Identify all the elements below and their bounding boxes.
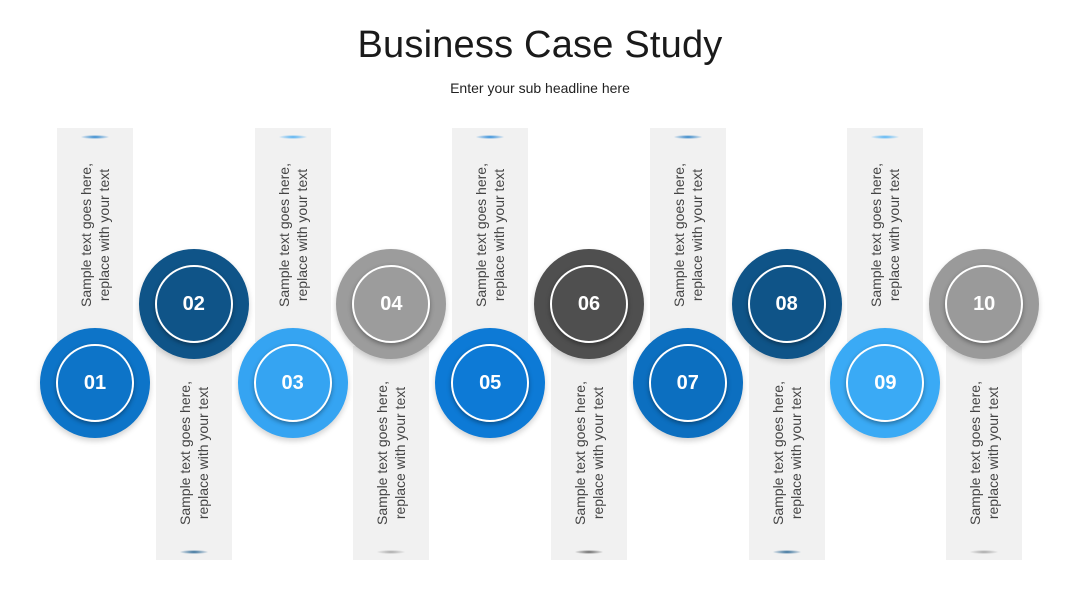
step-01-badge: 01 [56,344,134,422]
step-03-badge: 03 [253,344,332,422]
step-05-description: Sample text goes here, replace with your… [473,163,508,307]
step-09-description: Sample text goes here, replace with your… [868,163,903,307]
step-10-accent [970,550,999,554]
step-number: 01 [83,371,107,394]
step-02-accent [179,550,208,554]
step-07-description: Sample text goes here, replace with your… [670,163,705,307]
step-number: 04 [380,292,403,315]
step-number: 06 [577,292,601,315]
step-10-text-panel: Sample text goes here, replace with your… [946,346,1023,560]
step-07-text-panel: Sample text goes here, replace with your… [649,128,726,342]
step-08-circle: 08 [731,249,842,359]
page-subtitle: Enter your sub headline here [450,80,630,96]
step-07-accent [673,135,702,139]
step-06-circle: 06 [534,249,644,359]
step-09-accent [871,135,900,139]
step-03-accent [278,135,307,139]
step-03-circle: 03 [237,328,348,438]
step-09-text-panel: Sample text goes here, replace with your… [847,128,924,342]
step-10-circle: 10 [929,249,1040,359]
step-07-badge: 07 [648,344,727,422]
step-01-accent [81,135,109,139]
step-01-description: Sample text goes here, replace with your… [78,163,112,307]
step-number: 05 [479,371,502,394]
step-number: 03 [281,371,304,394]
step-04-text-panel: Sample text goes here, replace with your… [353,346,430,560]
step-04-accent [377,550,406,554]
step-06-badge: 06 [550,265,628,343]
step-08-badge: 08 [747,265,826,343]
step-number: 07 [676,371,699,394]
step-01-text-panel: Sample text goes here, replace with your… [57,128,133,342]
step-09-badge: 09 [846,344,925,422]
step-10-description: Sample text goes here, replace with your… [967,381,1002,525]
step-05-accent [476,135,505,139]
step-08-accent [772,550,801,554]
page-title: Business Case Study [357,24,723,66]
step-02-description: Sample text goes here, replace with your… [176,381,211,525]
step-10-badge: 10 [945,265,1024,343]
step-number: 09 [874,371,897,394]
step-number: 08 [775,292,798,315]
step-05-badge: 05 [451,344,530,422]
step-04-badge: 04 [352,265,431,343]
step-04-circle: 04 [336,249,447,359]
step-04-description: Sample text goes here, replace with your… [374,381,409,525]
step-02-circle: 02 [138,249,249,359]
step-06-text-panel: Sample text goes here, replace with your… [551,346,627,560]
step-03-description: Sample text goes here, replace with your… [275,163,310,307]
step-05-text-panel: Sample text goes here, replace with your… [452,128,529,342]
step-number: 10 [973,292,996,315]
step-06-description: Sample text goes here, replace with your… [572,381,606,525]
step-03-text-panel: Sample text goes here, replace with your… [254,128,331,342]
step-05-circle: 05 [435,328,546,438]
step-07-circle: 07 [632,328,743,438]
step-08-description: Sample text goes here, replace with your… [769,381,804,525]
step-01-circle: 01 [40,328,150,438]
step-number: 02 [182,292,205,315]
step-02-badge: 02 [154,265,233,343]
step-08-text-panel: Sample text goes here, replace with your… [748,346,825,560]
step-06-accent [575,550,603,554]
step-02-text-panel: Sample text goes here, replace with your… [155,346,232,560]
step-09-circle: 09 [830,328,941,438]
